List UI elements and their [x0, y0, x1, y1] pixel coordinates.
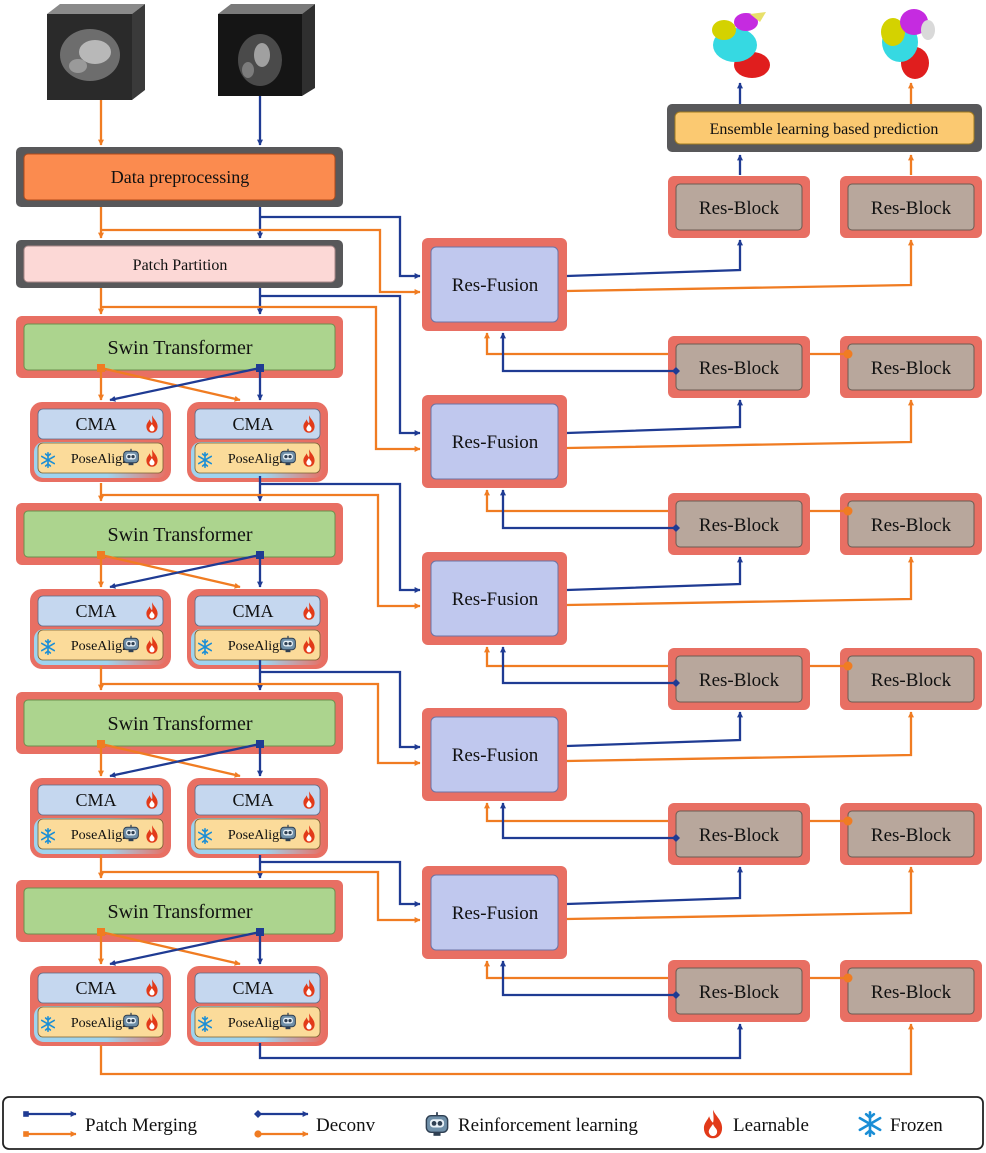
- legend-patch-merging: Patch Merging: [85, 1115, 198, 1136]
- cma-label: CMA: [75, 790, 116, 810]
- res-fusion-block: Res-Fusion: [422, 238, 567, 331]
- patch-partition-label: Patch Partition: [133, 257, 228, 274]
- swin-transformer-label: Swin Transformer: [107, 524, 252, 546]
- res-block: Res-Block: [668, 493, 810, 555]
- res-block-label: Res-Block: [871, 515, 952, 536]
- cma-label: CMA: [232, 790, 273, 810]
- robot-icon: [280, 635, 296, 653]
- robot-icon: [280, 824, 296, 842]
- ensemble-prediction-block: Ensemble learning based prediction: [667, 104, 982, 152]
- cma-posealign-module: CMA PoseAlign: [30, 966, 171, 1046]
- heart-segmentation-icon: [881, 9, 935, 79]
- res-block: Res-Block: [840, 493, 982, 555]
- robot-icon: [280, 1012, 296, 1030]
- res-block: Res-Block: [668, 960, 810, 1022]
- heart-segmentation-icon: [712, 12, 770, 78]
- res-block-label: Res-Block: [699, 825, 780, 846]
- res-block-label: Res-Block: [699, 982, 780, 1003]
- ensemble-label: Ensemble learning based prediction: [710, 121, 939, 138]
- res-block-label: Res-Block: [699, 358, 780, 379]
- res-fusion-label: Res-Fusion: [452, 745, 539, 766]
- res-fusion-block: Res-Fusion: [422, 708, 567, 801]
- res-block-label: Res-Block: [699, 515, 780, 536]
- swin-transformer-label: Swin Transformer: [107, 901, 252, 923]
- res-block-label: Res-Block: [699, 670, 780, 691]
- posealign-label: PoseAlign: [71, 639, 129, 654]
- legend-learnable: Learnable: [733, 1115, 809, 1136]
- patch-partition-block: Patch Partition: [16, 240, 343, 288]
- legend: Patch Merging Deconv Reinforcement learn…: [2, 1096, 984, 1150]
- res-block: Res-Block: [840, 803, 982, 865]
- res-block: Res-Block: [668, 648, 810, 710]
- res-block-label: Res-Block: [871, 198, 952, 219]
- cma-label: CMA: [232, 414, 273, 434]
- cma-posealign-module: CMA PoseAlign: [187, 589, 328, 669]
- cma-label: CMA: [75, 601, 116, 621]
- cma-label: CMA: [75, 414, 116, 434]
- res-block: Res-Block: [840, 336, 982, 398]
- res-fusion-label: Res-Fusion: [452, 275, 539, 296]
- res-block: Res-Block: [668, 803, 810, 865]
- res-block: Res-Block: [840, 176, 982, 238]
- robot-icon: [425, 1111, 449, 1137]
- robot-icon: [123, 824, 139, 842]
- robot-icon: [123, 1012, 139, 1030]
- res-block-label: Res-Block: [699, 198, 780, 219]
- res-block-label: Res-Block: [871, 670, 952, 691]
- swin-transformer-label: Swin Transformer: [107, 337, 252, 359]
- cma-posealign-module: CMA PoseAlign: [187, 402, 328, 482]
- legend-frozen: Frozen: [890, 1115, 943, 1136]
- res-block-label: Res-Block: [871, 982, 952, 1003]
- cma-label: CMA: [232, 978, 273, 998]
- cma-posealign-module: CMA PoseAlign: [30, 402, 171, 482]
- posealign-label: PoseAlign: [228, 1016, 286, 1031]
- data-preprocessing-block: Data preprocessing: [16, 147, 343, 207]
- res-block: Res-Block: [668, 336, 810, 398]
- ct-volume-icon: [47, 4, 145, 100]
- cma-label: CMA: [75, 978, 116, 998]
- robot-icon: [123, 635, 139, 653]
- robot-icon: [280, 448, 296, 466]
- res-fusion-block: Res-Fusion: [422, 395, 567, 488]
- res-fusion-label: Res-Fusion: [452, 589, 539, 610]
- res-block-label: Res-Block: [871, 358, 952, 379]
- posealign-label: PoseAlign: [228, 639, 286, 654]
- posealign-label: PoseAlign: [71, 452, 129, 467]
- legend-deconv: Deconv: [316, 1115, 376, 1136]
- data-preprocessing-label: Data preprocessing: [111, 167, 249, 187]
- cma-posealign-module: CMA PoseAlign: [30, 778, 171, 858]
- mri-volume-icon: [218, 4, 315, 96]
- res-block: Res-Block: [668, 176, 810, 238]
- posealign-label: PoseAlign: [71, 828, 129, 843]
- posealign-label: PoseAlign: [71, 1016, 129, 1031]
- res-block-label: Res-Block: [871, 825, 952, 846]
- robot-icon: [123, 448, 139, 466]
- posealign-label: PoseAlign: [228, 828, 286, 843]
- cma-label: CMA: [232, 601, 273, 621]
- res-fusion-block: Res-Fusion: [422, 866, 567, 959]
- cma-posealign-module: CMA PoseAlign: [30, 589, 171, 669]
- cma-posealign-module: CMA PoseAlign: [187, 778, 328, 858]
- cma-posealign-module: CMA PoseAlign: [187, 966, 328, 1046]
- posealign-label: PoseAlign: [228, 452, 286, 467]
- swin-transformer-label: Swin Transformer: [107, 713, 252, 735]
- res-fusion-block: Res-Fusion: [422, 552, 567, 645]
- res-block: Res-Block: [840, 648, 982, 710]
- res-fusion-label: Res-Fusion: [452, 432, 539, 453]
- res-fusion-label: Res-Fusion: [452, 903, 539, 924]
- res-block: Res-Block: [840, 960, 982, 1022]
- legend-reinforcement-learning: Reinforcement learning: [458, 1115, 638, 1136]
